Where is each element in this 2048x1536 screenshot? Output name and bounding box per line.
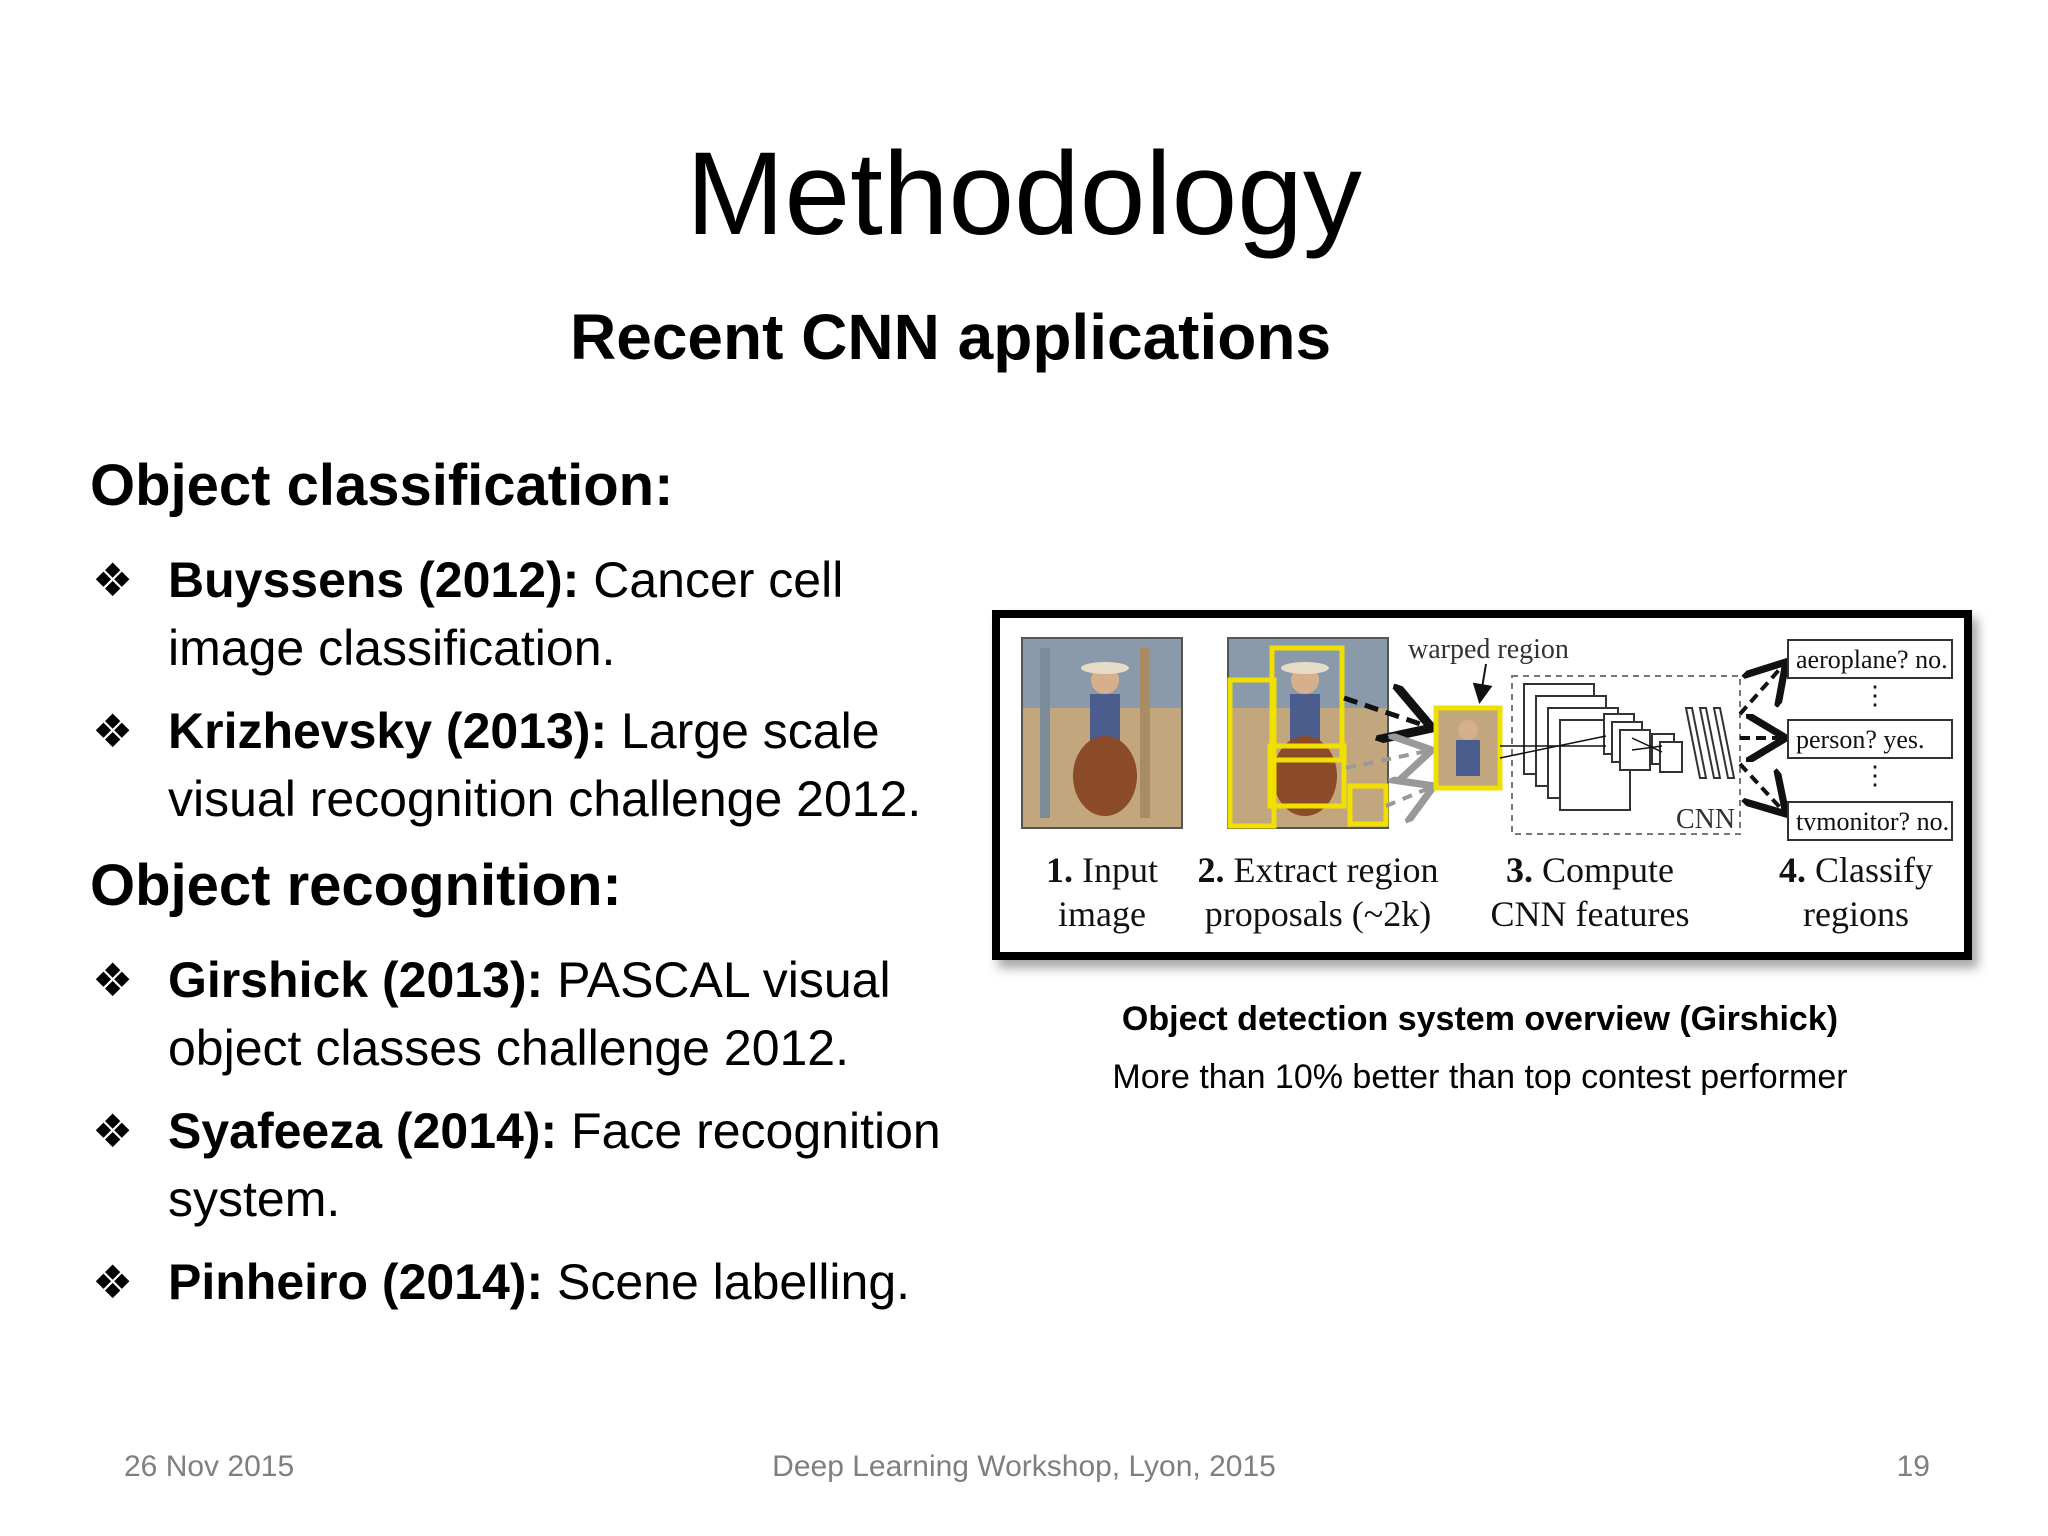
bullet-diamond-icon: ❖	[92, 1105, 134, 1157]
svg-text:image: image	[1058, 894, 1146, 934]
bullet-text: Cancer cell image classification.	[168, 552, 844, 676]
pipeline-diagram: warped region CNN ae	[1021, 634, 1953, 934]
bullet-author: Syafeeza (2014):	[168, 1103, 558, 1159]
section-heading-recognition: Object recognition:	[90, 853, 622, 918]
list-item: ❖ Syafeeza (2014): Face recognition syst…	[92, 1097, 972, 1233]
section-heading-classification: Object classification:	[90, 453, 674, 518]
output-arrow	[1738, 762, 1786, 814]
bullet-text: PASCAL visual object classes challenge 2…	[168, 952, 891, 1076]
list-item: ❖ Pinheiro (2014): Scene labelling.	[92, 1248, 972, 1316]
bullet-diamond-icon: ❖	[92, 1256, 134, 1308]
bullet-author: Krizhevsky (2013):	[168, 703, 608, 759]
cnn-block	[1499, 675, 1741, 835]
step-3-label: 3. Compute CNN features	[1491, 850, 1690, 934]
svg-text:4. Classify: 4. Classify	[1779, 850, 1933, 890]
step-2-label: 2. Extract region proposals (~2k)	[1198, 850, 1439, 934]
output-label-person: person? yes.	[1796, 725, 1925, 754]
step-1-label: 1. Input image	[1046, 850, 1158, 934]
list-item: ❖ Girshick (2013): PASCAL visual object …	[92, 946, 972, 1082]
bullet-diamond-icon: ❖	[92, 954, 134, 1006]
step-4-label: 4. Classify regions	[1779, 850, 1933, 934]
bullet-diamond-icon: ❖	[92, 705, 134, 757]
bullet-text: Scene labelling.	[557, 1254, 911, 1310]
footer-event: Deep Learning Workshop, Lyon, 2015	[772, 1450, 1276, 1483]
output-box	[1787, 719, 1953, 759]
slide-number: 19	[1896, 1450, 1930, 1483]
output-label-aeroplane: aeroplane? no.	[1796, 645, 1948, 674]
input-image-thumbnail	[1021, 637, 1183, 829]
proposal-arrow	[1385, 786, 1434, 806]
bullet-author: Girshick (2013):	[168, 952, 544, 1008]
bullet-author: Buyssens (2012):	[168, 552, 580, 608]
bullet-author: Pinheiro (2014):	[168, 1254, 544, 1310]
svg-text:2. Extract region: 2. Extract region	[1198, 850, 1439, 890]
bullet-text: Large scale visual recognition challenge…	[168, 703, 922, 827]
output-box	[1787, 639, 1953, 679]
output-arrow	[1738, 662, 1786, 716]
vertical-ellipsis-icon: ⋮	[1862, 761, 1888, 790]
warped-label-pointer	[1472, 663, 1493, 704]
warped-region-label: warped region	[1408, 634, 1569, 665]
bullet-diamond-icon: ❖	[92, 554, 134, 606]
output-label-tvmonitor: tvmonitor? no.	[1796, 807, 1949, 836]
rcnn-pipeline-figure: warped region CNN ae	[992, 610, 1972, 960]
figure-caption-text: More than 10% better than top contest pe…	[1112, 1058, 1848, 1096]
svg-text:1. Input: 1. Input	[1046, 850, 1158, 890]
svg-text:3. Compute: 3. Compute	[1506, 850, 1674, 890]
svg-text:regions: regions	[1803, 894, 1909, 934]
list-item: ❖ Krizhevsky (2013): Large scale visual …	[92, 697, 972, 833]
region-proposals-thumbnail	[1227, 637, 1389, 829]
output-box	[1787, 801, 1953, 841]
proposal-arrow	[1345, 750, 1432, 768]
footer-date: 26 Nov 2015	[124, 1450, 295, 1483]
svg-text:proposals (~2k): proposals (~2k)	[1205, 894, 1431, 934]
list-item: ❖ Buyssens (2012): Cancer cell image cla…	[92, 546, 972, 682]
figure-caption-title: Object detection system overview (Girshi…	[1121, 1000, 1839, 1038]
warped-region-thumbnail	[1433, 705, 1503, 791]
cnn-label: CNN	[1676, 804, 1735, 835]
slide-title: Methodology	[686, 128, 1362, 260]
svg-text:CNN features: CNN features	[1491, 894, 1690, 934]
proposal-arrow	[1343, 698, 1432, 728]
slide-subtitle: Recent CNN applications	[570, 301, 1332, 373]
bullet-text: Face recognition system.	[168, 1103, 941, 1227]
vertical-ellipsis-icon: ⋮	[1862, 681, 1888, 710]
